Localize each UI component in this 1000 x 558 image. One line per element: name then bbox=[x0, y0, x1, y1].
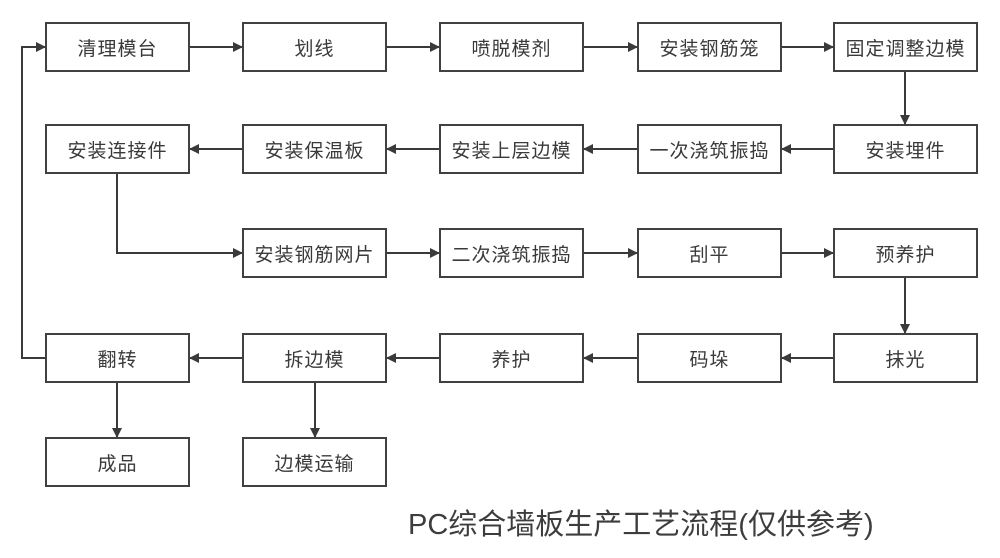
flow-node-install-embedded-parts: 安装埋件 bbox=[833, 124, 978, 174]
flow-node-install-upper-side-mold: 安装上层边模 bbox=[439, 124, 584, 174]
flow-edge-install-connectors-to-install-rebar-mesh bbox=[116, 174, 243, 258]
flow-node-clean-mold-table: 清理模台 bbox=[45, 22, 190, 72]
flow-node-remove-side-mold: 拆边模 bbox=[242, 333, 387, 383]
diagram-title: PC综合墙板生产工艺流程(仅供参考) bbox=[408, 509, 874, 541]
flow-node-side-mold-transport: 边模运输 bbox=[242, 437, 387, 487]
flow-node-install-connectors: 安装连接件 bbox=[45, 124, 190, 174]
flow-node-install-rebar-cage: 安装钢筋笼 bbox=[637, 22, 782, 72]
flow-node-curing: 养护 bbox=[439, 333, 584, 383]
flow-edge-flip-to-clean-mold-table bbox=[21, 42, 46, 359]
flow-node-install-rebar-mesh: 安装钢筋网片 bbox=[242, 228, 387, 278]
flow-node-flip: 翻转 bbox=[45, 333, 190, 383]
flow-node-scrape-level: 刮平 bbox=[637, 228, 782, 278]
flow-node-trowel-polish: 抹光 bbox=[833, 333, 978, 383]
flow-node-second-pour-vibrate: 二次浇筑振捣 bbox=[439, 228, 584, 278]
flow-node-install-insulation-board: 安装保温板 bbox=[242, 124, 387, 174]
flow-node-finished-product: 成品 bbox=[45, 437, 190, 487]
flow-node-spray-release-agent: 喷脱模剂 bbox=[439, 22, 584, 72]
flow-node-first-pour-vibrate: 一次浇筑振捣 bbox=[637, 124, 782, 174]
flow-node-pre-curing: 预养护 bbox=[833, 228, 978, 278]
flow-node-marking: 划线 bbox=[242, 22, 387, 72]
flow-node-fix-adjust-side-mold: 固定调整边模 bbox=[833, 22, 978, 72]
flow-node-stacking: 码垛 bbox=[637, 333, 782, 383]
